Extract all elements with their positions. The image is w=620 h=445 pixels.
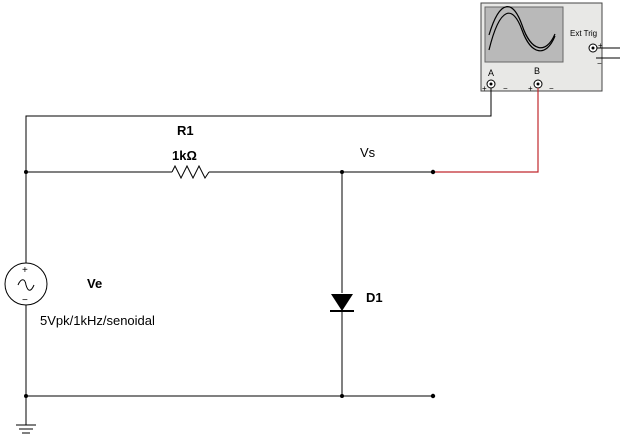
ext-trig-terminal-dot bbox=[591, 46, 595, 50]
junction-dot bbox=[24, 170, 28, 174]
channel-b-plus: + bbox=[528, 84, 533, 93]
junction-dot bbox=[340, 170, 344, 174]
resistor-r1-value: 1kΩ bbox=[172, 148, 197, 163]
ac-source-ve[interactable]: + − bbox=[4, 262, 48, 306]
channel-a-plus: + bbox=[482, 84, 487, 93]
channel-b-minus: − bbox=[549, 84, 554, 93]
channel-b-label: B bbox=[534, 66, 540, 76]
ac-source-spec: 5Vpk/1kHz/senoidal bbox=[40, 313, 155, 328]
channel-a-terminal-dot bbox=[489, 82, 493, 86]
ac-source-ref: Ve bbox=[87, 276, 102, 291]
diode-d1[interactable] bbox=[330, 294, 354, 312]
ac-source-minus: − bbox=[22, 295, 28, 306]
diode-d1-body[interactable] bbox=[331, 294, 353, 311]
ground-symbol bbox=[16, 424, 36, 434]
ext-trig-plus: + bbox=[598, 41, 603, 50]
output-node-label: Vs bbox=[360, 145, 376, 160]
oscilloscope[interactable]: Ext Trig + − A + − B + − bbox=[480, 2, 620, 93]
wire-probe-b[interactable] bbox=[433, 88, 539, 173]
junction-dot bbox=[340, 394, 344, 398]
ext-trig-minus: − bbox=[597, 59, 602, 68]
oscilloscope-trace-b bbox=[488, 6, 556, 49]
ground-rail-terminal-dot[interactable] bbox=[430, 393, 436, 399]
diode-d1-ref: D1 bbox=[366, 290, 383, 305]
channel-b-terminal-dot bbox=[536, 82, 540, 86]
ac-source-plus: + bbox=[22, 265, 28, 276]
resistor-r1[interactable] bbox=[171, 164, 210, 180]
resistor-r1-ref: R1 bbox=[177, 123, 194, 138]
channel-a-label: A bbox=[488, 68, 494, 78]
ac-source-sine-icon bbox=[17, 279, 35, 291]
channel-a-minus: − bbox=[503, 84, 508, 93]
oscilloscope-trace-a bbox=[488, 12, 556, 52]
ext-trig-label: Ext Trig bbox=[570, 29, 597, 38]
wire-scope-a-to-input[interactable] bbox=[25, 88, 492, 172]
junction-dot bbox=[24, 394, 28, 398]
output-terminal-dot[interactable] bbox=[430, 169, 436, 175]
